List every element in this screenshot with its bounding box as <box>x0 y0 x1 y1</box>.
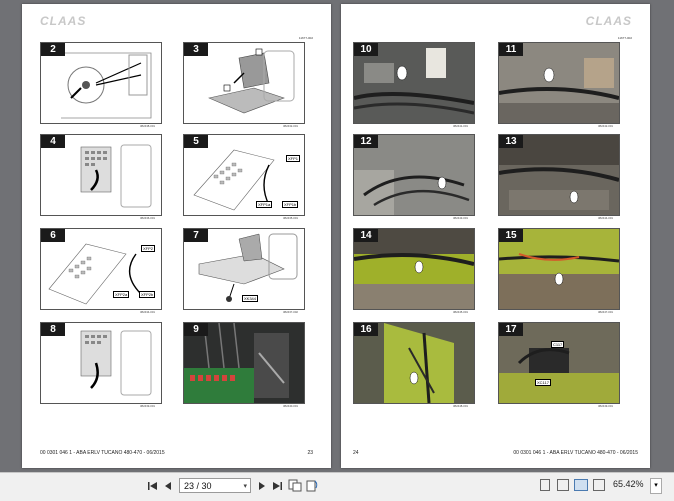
figure-17-photo <box>499 323 619 403</box>
doc-code: 11677-002 <box>298 36 313 40</box>
figure-4-drawing <box>41 135 161 215</box>
figure-16: 16 <box>353 322 475 404</box>
figure-code: 382442-001 <box>598 124 613 128</box>
figure-code: 382441-001 <box>453 124 468 128</box>
next-page-icon[interactable] <box>257 481 267 491</box>
figure-10: 10 <box>353 42 475 124</box>
figure-3: 3 <box>183 42 305 124</box>
figure-5: 5 XFP1 XFP1a XFP1b <box>183 134 305 216</box>
label-xfp2: XFP2 <box>141 245 156 252</box>
figure-code: 382448-001 <box>453 404 468 408</box>
viewer-toolbar: 23 / 30 ▾ 65.42% ▾ <box>0 472 674 501</box>
figure-code: 382438-001 <box>140 124 155 128</box>
label-xfp1b: XFP1b <box>282 201 299 208</box>
claas-logo: CLAAS <box>40 14 87 28</box>
first-page-icon[interactable] <box>147 481 159 491</box>
figure-number: 3 <box>184 43 208 56</box>
chevron-down-icon: ▾ <box>654 482 658 489</box>
figure-8-drawing <box>41 323 161 403</box>
previous-page-icon[interactable] <box>163 481 173 491</box>
figure-12-photo <box>354 135 474 215</box>
figure-11: 11 <box>498 42 620 124</box>
chevron-down-icon[interactable]: ▾ <box>243 483 247 490</box>
left-page: CLAAS 11677-002 2 382438-001 3 <box>22 4 331 468</box>
figure-code: 382437-002 <box>283 310 298 314</box>
figure-number: 4 <box>41 135 65 148</box>
label-xfp2b: XFP2b <box>139 291 156 298</box>
figure-number: 9 <box>184 323 208 336</box>
label-xk344: XK344 <box>242 295 259 302</box>
figure-6: 6 XFP2 XFP2a XFP2b <box>40 228 162 310</box>
figure-3-drawing <box>184 43 304 123</box>
figure-code: 382432-001 <box>283 124 298 128</box>
figure-16-photo <box>354 323 474 403</box>
page-number-field[interactable]: 23 / 30 ▾ <box>179 478 251 493</box>
figure-2-drawing <box>41 43 161 123</box>
figure-4: 4 <box>40 134 162 216</box>
figure-11-photo <box>499 43 619 123</box>
figure-12: 12 <box>353 134 475 216</box>
page-number-value: 23 / 30 <box>184 481 212 491</box>
figure-number: 13 <box>499 135 523 148</box>
single-page-view-icon[interactable] <box>540 479 550 491</box>
page-footer: 00 0301 046 1 - ABA ERLV TUCANO 480-470 … <box>513 450 638 456</box>
label-c117: C117 <box>551 341 565 348</box>
figure-code: 382443-001 <box>453 216 468 220</box>
figure-code: 382434-001 <box>140 310 155 314</box>
label-xfp2a: XFP2a <box>113 291 130 298</box>
figure-number: 16 <box>354 323 378 336</box>
figure-number: 11 <box>499 43 523 56</box>
figure-code: 382435-001 <box>283 216 298 220</box>
figure-number: 2 <box>41 43 65 56</box>
page-number: 24 <box>353 450 359 456</box>
figure-7: 7 XK344 <box>183 228 305 310</box>
figure-15: 15 <box>498 228 620 310</box>
figure-code: 382436-001 <box>140 216 155 220</box>
figure-number: 14 <box>354 229 378 242</box>
two-page-continuous-view-icon[interactable] <box>593 479 605 491</box>
label-xc117: XC117 <box>535 379 551 386</box>
rotate-page-icon[interactable] <box>305 479 319 492</box>
figure-number: 12 <box>354 135 378 148</box>
label-xfp1a: XFP1a <box>256 201 273 208</box>
figure-13-photo <box>499 135 619 215</box>
figure-number: 7 <box>184 229 208 242</box>
zoom-level: 65.42% <box>613 479 644 489</box>
two-page-view-icon[interactable] <box>574 479 588 491</box>
figure-13: 13 <box>498 134 620 216</box>
figure-10-photo <box>354 43 474 123</box>
figure-number: 8 <box>41 323 65 336</box>
zoom-dropdown[interactable]: ▾ <box>650 478 662 494</box>
figure-2: 2 <box>40 42 162 124</box>
last-page-icon[interactable] <box>271 481 283 491</box>
figure-17: 17 C117 XC117 <box>498 322 620 404</box>
figure-14: 14 <box>353 228 475 310</box>
figure-code: 382440-001 <box>283 404 298 408</box>
figure-number: 10 <box>354 43 378 56</box>
figure-number: 17 <box>499 323 523 336</box>
continuous-view-icon[interactable] <box>557 479 569 491</box>
doc-code: 11677-002 <box>617 36 632 40</box>
page-number: 23 <box>307 450 313 456</box>
figure-code: 382449-001 <box>598 404 613 408</box>
claas-logo: CLAAS <box>585 14 632 28</box>
figure-9: 9 <box>183 322 305 404</box>
figure-number: 15 <box>499 229 523 242</box>
document-viewport[interactable]: CLAAS 11677-002 2 382438-001 3 <box>0 0 674 472</box>
figure-code: 382447-001 <box>598 310 613 314</box>
figure-8: 8 <box>40 322 162 404</box>
figure-number: 6 <box>41 229 65 242</box>
right-page: CLAAS 11677-002 10 382441-001 11 <box>341 4 650 468</box>
label-xfp1: XFP1 <box>286 155 301 162</box>
figure-9-photo <box>184 323 304 403</box>
figure-code: 382444-001 <box>598 216 613 220</box>
figure-15-photo <box>499 229 619 309</box>
copy-pages-icon[interactable] <box>288 479 302 492</box>
page-footer: 00 0301 046 1 - ABA ERLV TUCANO 480-470 … <box>40 450 165 456</box>
figure-code: 382445-001 <box>453 310 468 314</box>
figure-number: 5 <box>184 135 208 148</box>
figure-code: 382439-001 <box>140 404 155 408</box>
